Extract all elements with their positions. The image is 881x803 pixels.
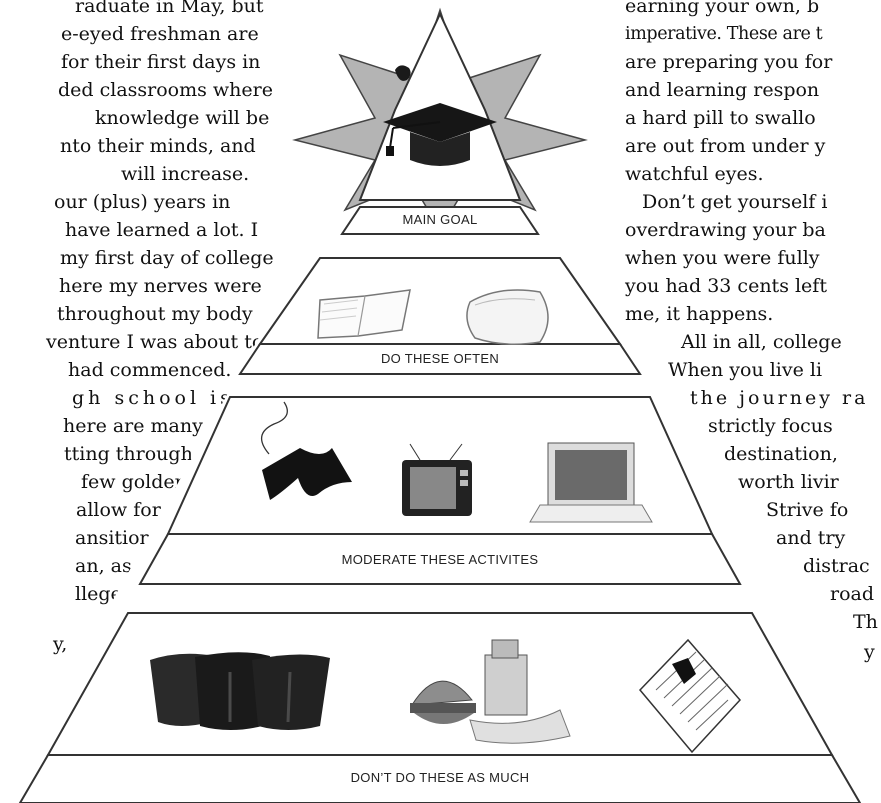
- right-line: are preparing you for: [625, 51, 833, 73]
- right-line: when you were fully: [625, 247, 820, 269]
- right-line: are out from under y: [625, 135, 826, 157]
- left-line: had commenced.: [68, 359, 232, 381]
- left-line: here are many: [63, 415, 203, 437]
- right-line: me, it happens.: [625, 303, 774, 325]
- left-line: ded classrooms where: [58, 79, 273, 101]
- right-line: the journey ra: [690, 387, 869, 409]
- right-line: Strive fo: [766, 499, 849, 521]
- right-line: you had 33 cents left: [625, 275, 827, 297]
- fast-food-icon: [410, 639, 571, 744]
- tier-label-moderate: MODERATE THESE ACTIVITES: [341, 552, 539, 567]
- left-line: ansition: [75, 527, 152, 549]
- right-line: distrac: [803, 555, 870, 577]
- left-line: tting through: [64, 443, 193, 465]
- left-line: y,: [53, 633, 68, 655]
- left-line: gh school is: [72, 387, 234, 409]
- right-line: imperative. These are t: [625, 24, 823, 44]
- left-line: allow for: [76, 499, 161, 521]
- tier-label-main-goal: MAIN GOAL: [402, 212, 478, 227]
- left-line: throughout my body: [57, 303, 253, 325]
- right-line: strictly focus: [708, 415, 833, 437]
- left-line: have learned a lot. I: [65, 219, 259, 241]
- left-line: will increase.: [121, 163, 250, 185]
- right-line: y: [864, 641, 875, 663]
- right-line: destination,: [724, 443, 838, 465]
- right-line: watchful eyes.: [625, 163, 764, 185]
- video-game-controller-icon: [261, 401, 352, 500]
- tier-label-do-often: DO THESE OFTEN: [380, 351, 500, 366]
- right-line: Don’t get yourself i: [642, 191, 828, 213]
- right-line: and learning respon: [625, 79, 820, 101]
- left-line: raduate in May, but: [75, 0, 264, 17]
- book-icon: [317, 289, 411, 339]
- cups-icon: [150, 652, 330, 730]
- left-line: an, as: [75, 555, 132, 577]
- tier-label-dont-do: DON’T DO THESE AS MUCH: [350, 770, 530, 785]
- right-line: Th: [853, 611, 878, 633]
- left-line: nto their minds, and: [60, 135, 256, 157]
- graduation-cap-icon: [383, 65, 497, 166]
- right-line: road: [830, 583, 875, 605]
- right-line: and try: [776, 527, 846, 549]
- right-line: a hard pill to swallo: [625, 107, 816, 129]
- left-line: my first day of college: [60, 247, 274, 269]
- left-line: our (plus) years in: [54, 191, 231, 213]
- right-line: All in all, college: [681, 331, 842, 353]
- left-line: e-eyed freshman are: [61, 23, 259, 45]
- left-line: here my nerves were: [59, 275, 262, 297]
- left-line: venture I was about to: [46, 331, 264, 353]
- left-line: llege: [75, 583, 122, 605]
- tier-main-goal: [340, 206, 540, 235]
- pillow-icon: [466, 289, 549, 345]
- right-line: When you live li: [668, 359, 823, 381]
- left-line: for their first days in: [61, 51, 261, 73]
- right-line: overdrawing your ba: [625, 219, 826, 241]
- laptop-icon: [529, 442, 653, 523]
- left-line: knowledge will be: [95, 107, 270, 129]
- notepad-icon: [638, 638, 742, 754]
- left-line: few golden: [81, 471, 187, 493]
- right-line: worth livir: [738, 471, 839, 493]
- right-line: earning your own, b: [625, 0, 820, 17]
- television-icon: [402, 443, 472, 516]
